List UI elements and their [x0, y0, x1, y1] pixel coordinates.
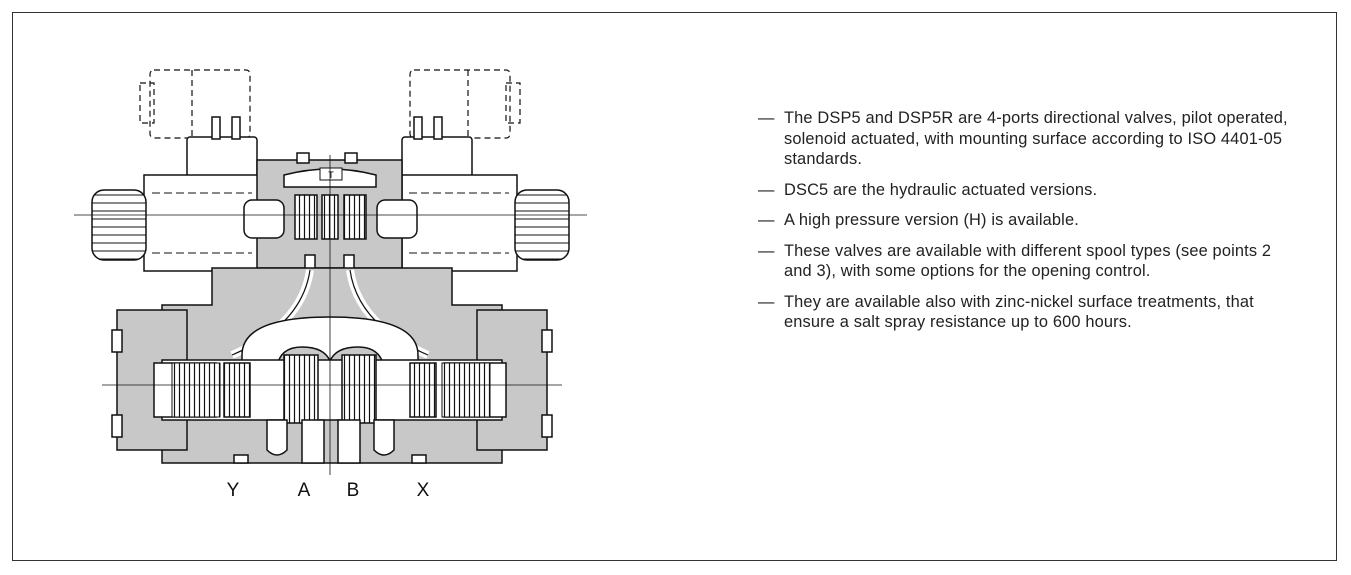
description-list: — The DSP5 and DSP5R are 4-ports directio… — [758, 108, 1298, 343]
solenoid-left — [91, 174, 260, 272]
description-item: — A high pressure version (H) is availabl… — [758, 210, 1298, 231]
description-text: These valves are available with differen… — [784, 241, 1272, 281]
bullet-dash: — — [758, 292, 775, 311]
valve-cross-section-drawing: T — [74, 69, 587, 475]
terminal-box-right — [401, 116, 473, 178]
description-item: — DSC5 are the hydraulic actuated version… — [758, 180, 1298, 201]
connector-plug-right — [409, 69, 521, 139]
description-text: The DSP5 and DSP5R are 4-ports direction… — [784, 109, 1288, 168]
solenoid-right — [401, 174, 570, 272]
bullet-dash: — — [758, 241, 775, 260]
description-text: DSC5 are the hydraulic actuated versions… — [784, 180, 1098, 199]
center-lines — [74, 155, 587, 475]
port-label-y: Y — [226, 480, 240, 501]
bullet-dash: — — [758, 109, 775, 127]
terminal-box-left — [186, 116, 258, 178]
port-label-x: X — [416, 480, 430, 501]
tank-port-label: T — [328, 170, 334, 180]
port-label-b: B — [346, 480, 360, 501]
main-valve-body — [111, 267, 553, 464]
description-item: — The DSP5 and DSP5R are 4-ports directio… — [758, 108, 1298, 170]
page-frame — [12, 12, 1337, 561]
bullet-dash: — — [758, 211, 775, 229]
description-text: They are available also with zinc-nickel… — [784, 292, 1254, 332]
description-text: A high pressure version (H) is available… — [784, 211, 1079, 229]
port-label-a: A — [297, 480, 311, 501]
description-item: — They are available also with zinc-nicke… — [758, 292, 1298, 333]
bullet-dash: — — [758, 180, 775, 199]
description-item: — These valves are available with differe… — [758, 241, 1298, 282]
